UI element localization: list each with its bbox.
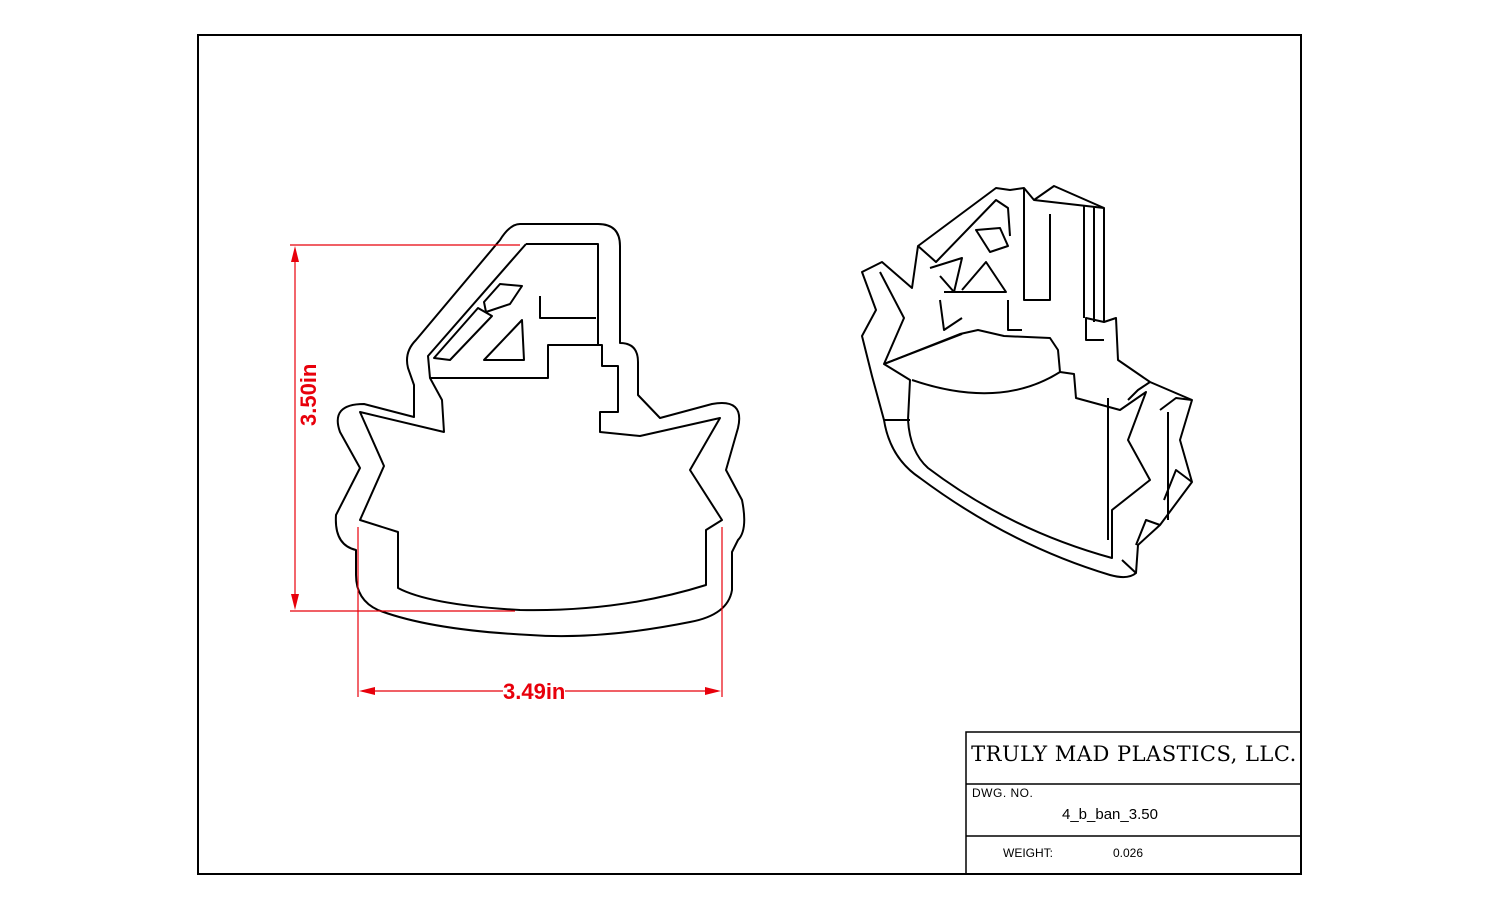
front-four-triangle	[483, 319, 525, 361]
width-dimension-label: 3.49in	[503, 679, 566, 705]
weight-label: WEIGHT:	[1003, 846, 1053, 860]
iso-depth-lines	[883, 185, 1193, 574]
front-inner-top	[427, 243, 527, 379]
drawing-number-value: 4_b_ban_3.50	[1062, 806, 1158, 823]
height-dimension-label: 3.50in	[296, 363, 322, 426]
front-four-slant	[433, 307, 493, 361]
drawing-number-label: DWG. NO.	[972, 786, 1034, 800]
front-inner-outline	[359, 243, 723, 612]
front-view	[334, 223, 746, 638]
front-four-cross	[483, 283, 523, 313]
company-name: TRULY MAD PLASTICS, LLC.	[971, 742, 1297, 766]
title-block	[965, 731, 1302, 875]
front-four-stem	[539, 296, 596, 319]
iso-inner-outline	[879, 271, 1151, 559]
dimension-lines	[290, 244, 723, 697]
sheet-border	[197, 34, 1302, 875]
iso-four-detail	[917, 188, 1051, 331]
front-outer-outline	[334, 223, 746, 638]
iso-view	[861, 185, 1193, 579]
weight-value: 0.026	[1113, 846, 1144, 860]
iso-outer-outline	[861, 187, 1193, 579]
